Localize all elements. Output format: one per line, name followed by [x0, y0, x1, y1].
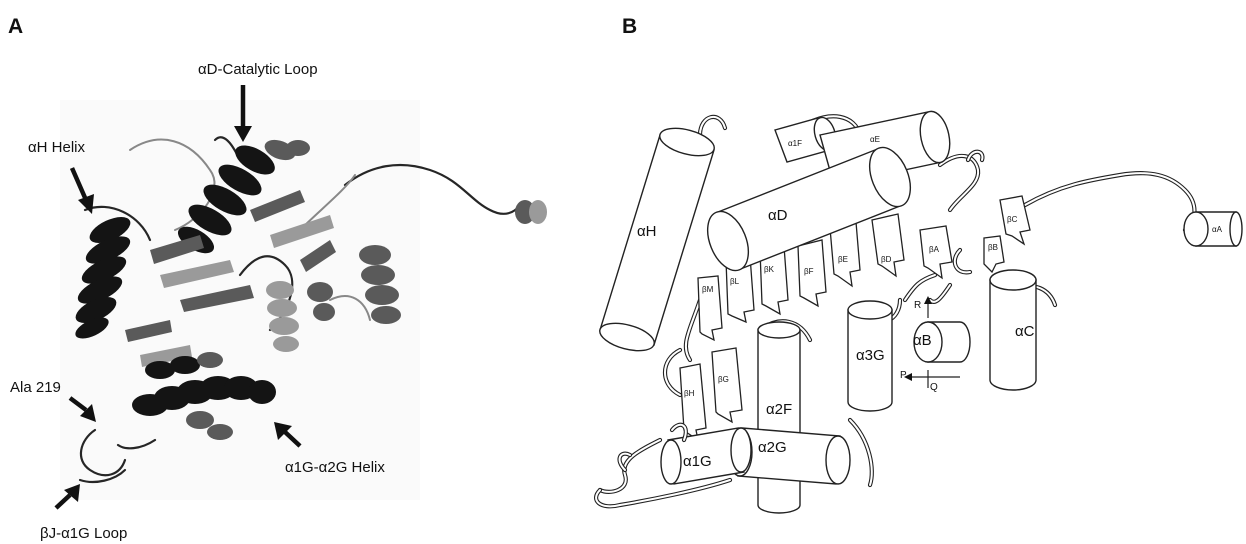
strand-bf-label: βF	[804, 267, 814, 276]
helix-ac-label: αC	[1015, 323, 1035, 340]
panel-b-letter: B	[622, 15, 637, 38]
helix-ah-label: αH	[637, 223, 657, 240]
panel-a: A	[8, 15, 547, 542]
axis-r-label: R	[914, 300, 921, 311]
helix-a3g-label: α3G	[856, 347, 885, 364]
strand-bh-label: βH	[684, 389, 695, 398]
strand-bg	[712, 348, 742, 422]
strand-bd	[872, 214, 904, 276]
helix-ad-label: αD	[768, 207, 788, 224]
helix-a2f-label: α2F	[766, 401, 792, 418]
strand-bm-label: βM	[702, 285, 714, 294]
strand-bg-label: βG	[718, 375, 729, 384]
ala219-label: Ala 219	[10, 379, 61, 396]
helix-aa-label: αA	[1212, 225, 1223, 234]
strand-bk-label: βK	[764, 265, 775, 274]
strand-ba-label: βA	[929, 245, 940, 254]
helix-a1f-label: α1F	[788, 139, 802, 148]
panel-a-letter: A	[8, 15, 23, 38]
helix-a1g-label: α1G	[683, 453, 712, 470]
catalytic-loop-label: αD-Catalytic Loop	[198, 61, 318, 78]
bj-loop-label: βJ-α1G Loop	[40, 525, 127, 542]
a1g-a2g-label: α1G-α2G Helix	[285, 459, 385, 476]
helix-ab-label: αB	[913, 332, 932, 349]
strand-bd-label: βD	[881, 255, 892, 264]
strand-bc-label: βC	[1007, 215, 1018, 224]
helix-ae-label: αE	[870, 135, 880, 144]
c-terminal-helix-ribbon	[515, 200, 547, 224]
ah-helix-label: αH Helix	[28, 139, 86, 156]
strand-be-label: βE	[838, 255, 848, 264]
helix-a2g-label: α2G	[758, 439, 787, 456]
axis-q-label: Q	[930, 382, 938, 393]
panel-b: B	[596, 15, 1242, 513]
axis-p-label: P	[900, 370, 907, 381]
strand-bb	[984, 236, 1004, 272]
strand-bl-label: βL	[730, 277, 740, 286]
strand-bb-label: βB	[988, 243, 998, 252]
